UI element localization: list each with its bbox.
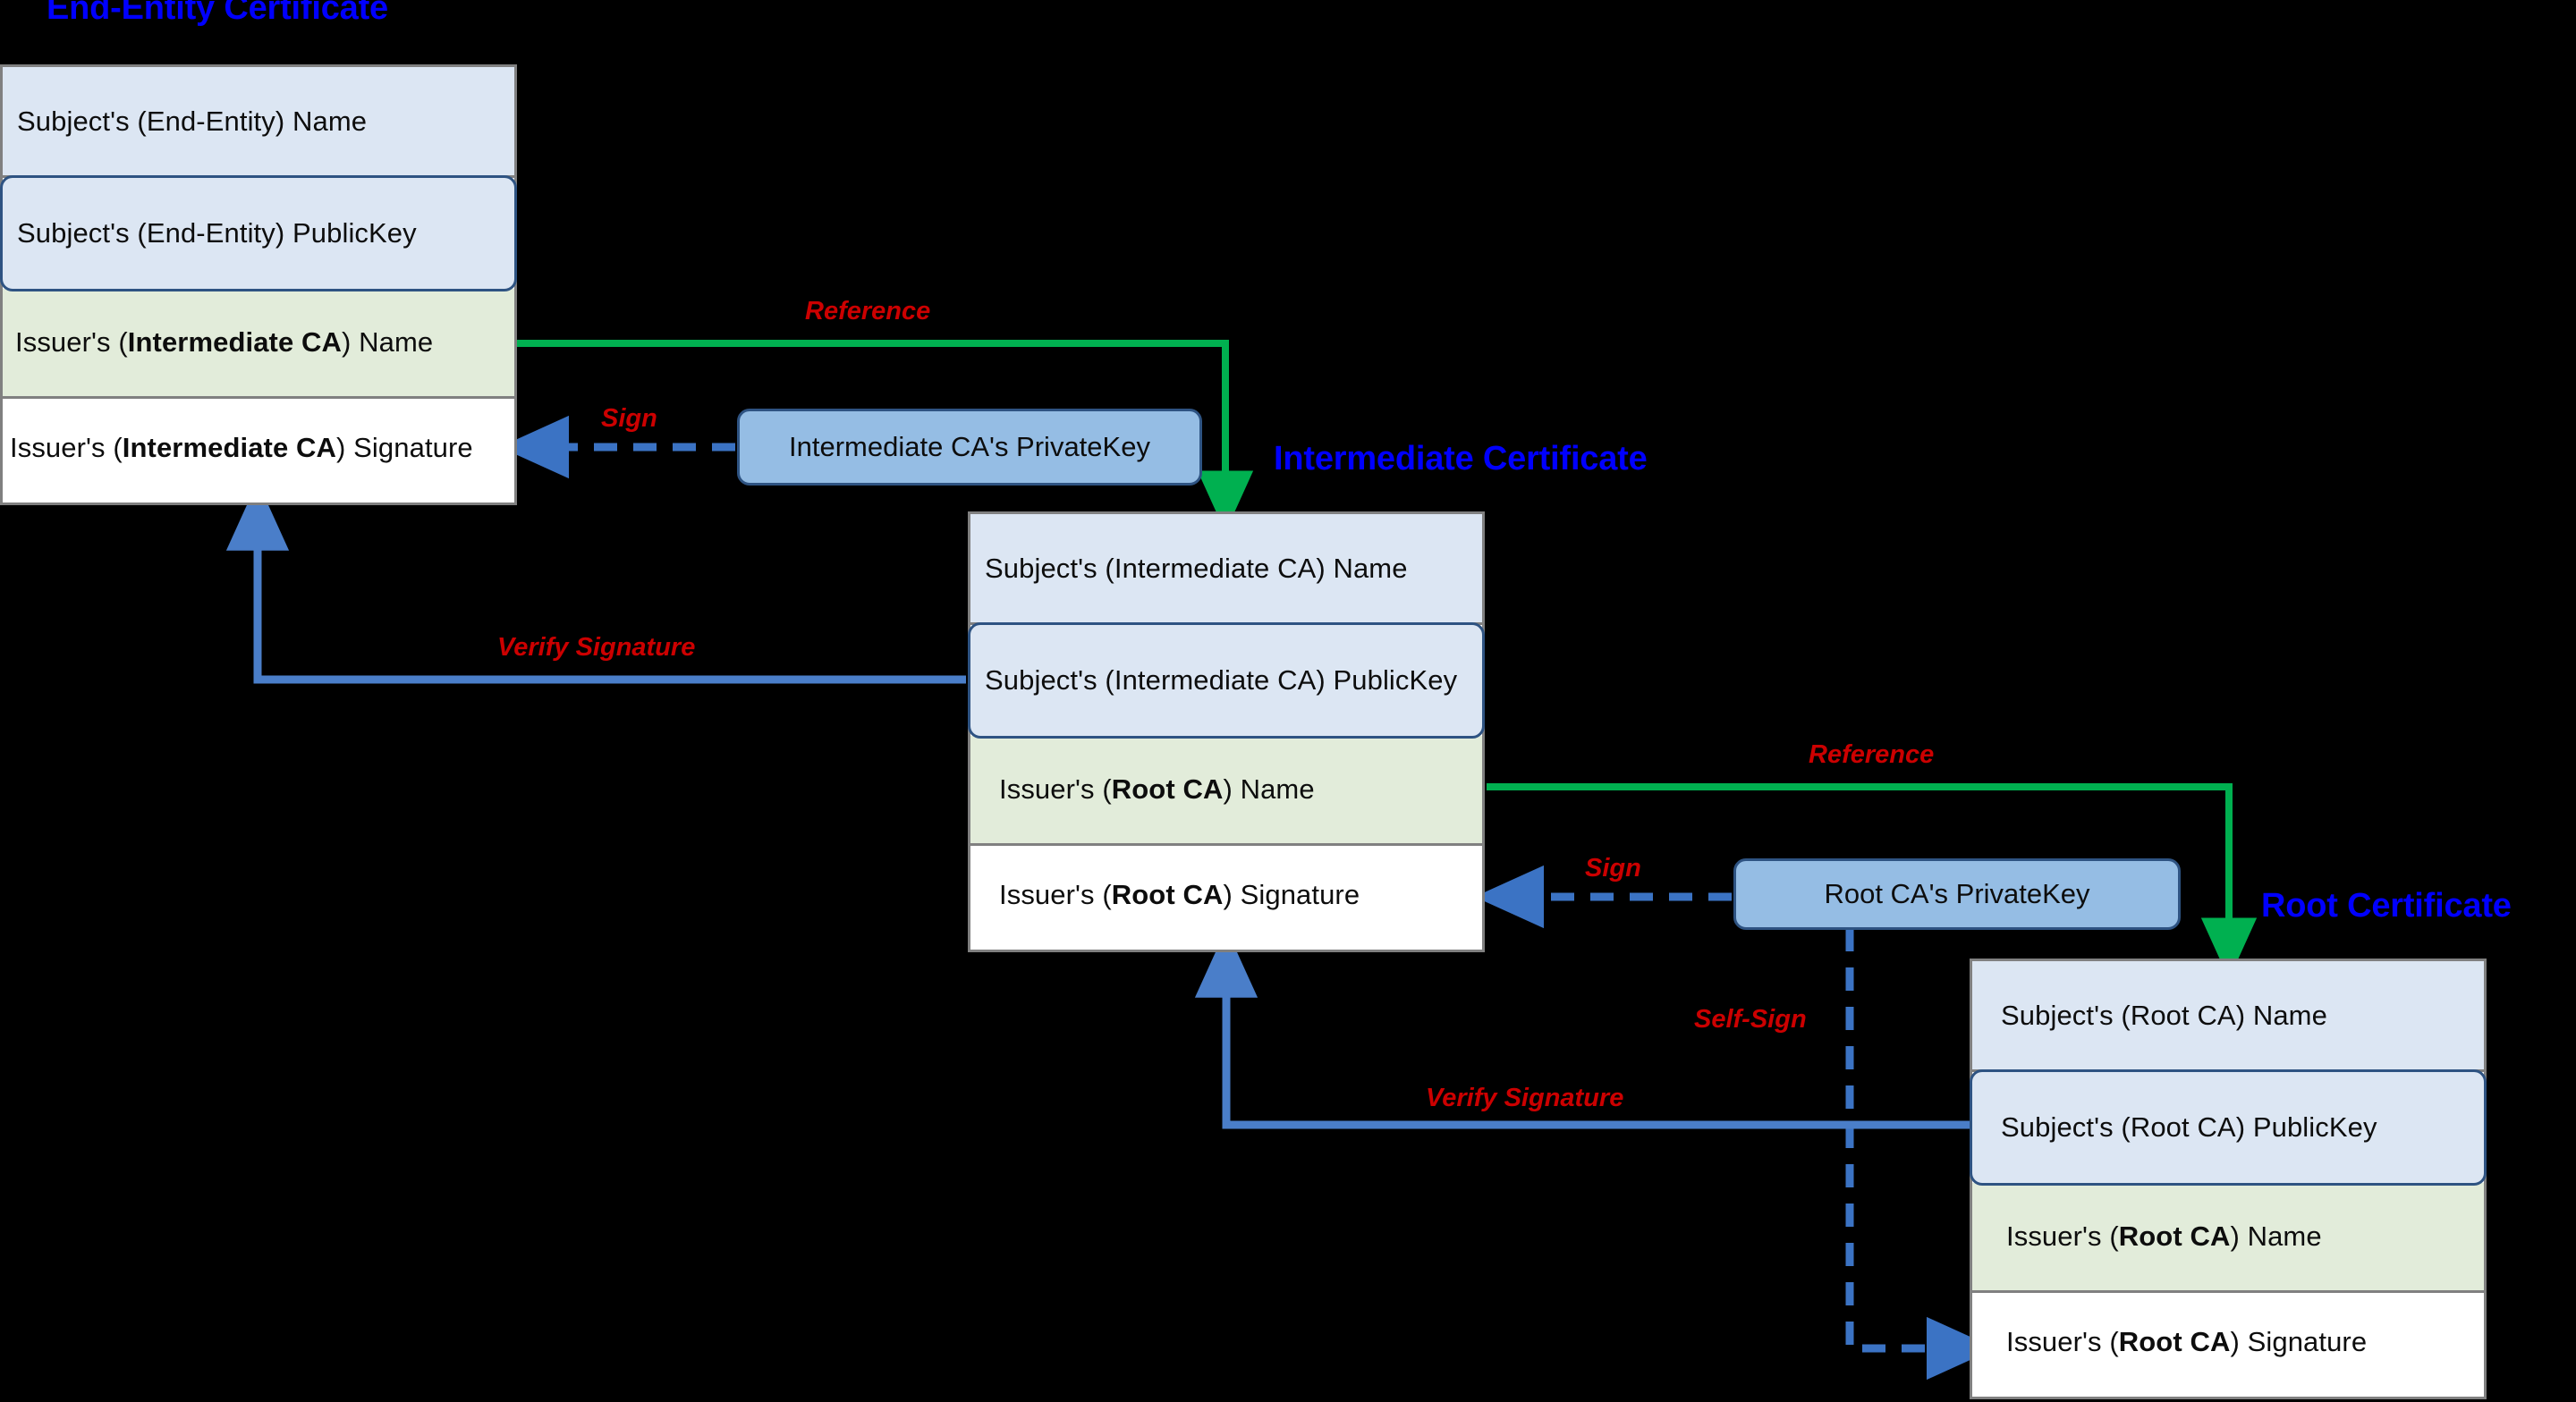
root-ca-privatekey-node[interactable]: Root CA's PrivateKey	[1733, 858, 2181, 930]
intermediate-certificate-title: Intermediate Certificate	[1274, 440, 1648, 477]
root-certificate-title: Root Certificate	[2261, 887, 2512, 925]
root-issuer-name-pre: Issuer's (	[2006, 1220, 2119, 1252]
root-subject-publickey-text: Subject's (Root CA) PublicKey	[2001, 1111, 2377, 1143]
end-entity-issuer-name-post: ) Name	[342, 326, 434, 358]
end-entity-issuer-signature-row[interactable]: Issuer's (Intermediate CA) Signature	[3, 399, 514, 497]
intermediate-subject-name-row[interactable]: Subject's (Intermediate CA) Name	[970, 514, 1482, 625]
edge-label-reference-2: Reference	[1809, 740, 1935, 769]
edge-label-self-sign: Self-Sign	[1694, 1005, 1807, 1034]
end-entity-subject-publickey-row[interactable]: Subject's (End-Entity) PublicKey	[0, 175, 517, 291]
intermediate-certificate[interactable]: Subject's (Intermediate CA) Name Subject…	[968, 511, 1485, 952]
root-issuer-name-post: ) Name	[2230, 1220, 2322, 1252]
end-entity-certificate[interactable]: Subject's (End-Entity) Name Subject's (E…	[0, 64, 517, 505]
root-subject-name-text: Subject's (Root CA) Name	[2001, 999, 2327, 1031]
end-entity-issuer-name-row[interactable]: Issuer's (Intermediate CA) Name	[3, 289, 514, 399]
end-entity-issuer-signature-post: ) Signature	[336, 432, 473, 463]
root-issuer-name-row[interactable]: Issuer's (Root CA) Name	[1972, 1183, 2484, 1293]
root-ca-privatekey-label: Root CA's PrivateKey	[1824, 878, 2090, 909]
edge-label-reference-1: Reference	[805, 297, 931, 325]
intermediate-issuer-name-pre: Issuer's (	[999, 773, 1112, 805]
edge-label-verify-signature-2: Verify Signature	[1426, 1084, 1624, 1112]
intermediate-subject-publickey-row[interactable]: Subject's (Intermediate CA) PublicKey	[968, 622, 1485, 739]
intermediate-issuer-name-row[interactable]: Issuer's (Root CA) Name	[970, 736, 1482, 846]
edge-self-sign	[1845, 928, 1996, 1381]
intermediate-ca-privatekey-label: Intermediate CA's PrivateKey	[789, 431, 1150, 462]
intermediate-issuer-signature-strong: Root CA	[1111, 879, 1224, 910]
root-subject-name-row[interactable]: Subject's (Root CA) Name	[1972, 961, 2484, 1072]
intermediate-ca-privatekey-node[interactable]: Intermediate CA's PrivateKey	[737, 409, 1202, 486]
edge-label-sign-2: Sign	[1585, 854, 1641, 883]
end-entity-issuer-name-pre: Issuer's (	[15, 326, 128, 358]
intermediate-subject-publickey-text: Subject's (Intermediate CA) PublicKey	[985, 664, 1458, 696]
end-entity-issuer-signature-strong: Intermediate CA	[122, 432, 337, 463]
end-entity-subject-name-text: Subject's (End-Entity) Name	[17, 105, 368, 137]
edge-label-verify-signature-1: Verify Signature	[497, 633, 696, 662]
intermediate-issuer-signature-post: ) Signature	[1223, 879, 1360, 910]
intermediate-issuer-name-strong: Root CA	[1111, 773, 1224, 805]
root-certificate[interactable]: Subject's (Root CA) Name Subject's (Root…	[1970, 959, 2487, 1399]
root-subject-publickey-row[interactable]: Subject's (Root CA) PublicKey	[1970, 1069, 2487, 1186]
end-entity-issuer-name-strong: Intermediate CA	[127, 326, 343, 358]
root-issuer-signature-row[interactable]: Issuer's (Root CA) Signature	[1972, 1293, 2484, 1391]
edge-label-sign-1: Sign	[601, 404, 657, 433]
intermediate-issuer-name-post: ) Name	[1223, 773, 1315, 805]
end-entity-issuer-signature-pre: Issuer's (	[10, 432, 123, 463]
root-issuer-signature-strong: Root CA	[2118, 1326, 2231, 1357]
intermediate-issuer-signature-row[interactable]: Issuer's (Root CA) Signature	[970, 846, 1482, 944]
root-issuer-signature-post: ) Signature	[2230, 1326, 2368, 1357]
root-issuer-signature-pre: Issuer's (	[2006, 1326, 2119, 1357]
intermediate-issuer-signature-pre: Issuer's (	[999, 879, 1112, 910]
root-issuer-name-strong: Root CA	[2118, 1220, 2231, 1252]
intermediate-subject-name-text: Subject's (Intermediate CA) Name	[985, 552, 1408, 584]
end-entity-subject-publickey-text: Subject's (End-Entity) PublicKey	[17, 217, 417, 249]
end-entity-certificate-title: End-Entity Certificate	[47, 0, 388, 27]
end-entity-subject-name-row[interactable]: Subject's (End-Entity) Name	[3, 67, 514, 178]
